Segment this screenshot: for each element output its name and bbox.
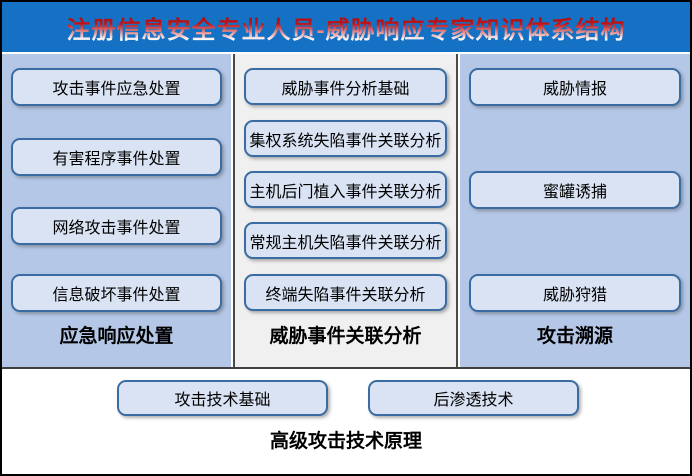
knowledge-item-box: 有害程序事件处置 bbox=[11, 138, 222, 176]
panel-threat-event-correlation: 威胁事件分析基础 集权系统失陷事件关联分析 主机后门植入事件关联分析 常规主机失… bbox=[233, 54, 458, 367]
knowledge-item-box: 蜜罐诱捕 bbox=[469, 171, 681, 209]
diagram-title-bar: 注册信息安全专业人员-威胁响应专家知识体系结构 bbox=[2, 2, 690, 54]
knowledge-item-box: 信息破坏事件处置 bbox=[11, 274, 222, 312]
knowledge-item-box: 攻击技术基础 bbox=[117, 380, 328, 416]
section-label-advanced-attack-techniques: 高级攻击技术原理 bbox=[269, 431, 422, 452]
diagram-title: 注册信息安全专业人员-威胁响应专家知识体系结构 bbox=[67, 10, 626, 45]
knowledge-item-box: 终端失陷事件关联分析 bbox=[244, 274, 447, 311]
advanced-attack-techniques-section: 攻击技术基础 后渗透技术 高级攻击技术原理 bbox=[2, 369, 690, 472]
knowledge-item-box: 威胁事件分析基础 bbox=[244, 68, 447, 105]
panel-label-attack-tracing: 攻击溯源 bbox=[536, 326, 613, 347]
knowledge-item-box: 攻击事件应急处置 bbox=[11, 68, 222, 106]
knowledge-item-box: 后渗透技术 bbox=[368, 380, 579, 416]
knowledge-item-box: 主机后门植入事件关联分析 bbox=[244, 171, 447, 208]
knowledge-item-box: 威胁情报 bbox=[469, 68, 681, 106]
knowledge-item-box: 网络攻击事件处置 bbox=[11, 207, 222, 245]
panel-label-threat-event-correlation: 威胁事件关联分析 bbox=[269, 326, 422, 347]
knowledge-item-box: 威胁狩猎 bbox=[469, 274, 681, 312]
panels-row: 攻击事件应急处置 有害程序事件处置 网络攻击事件处置 信息破坏事件处置 应急响应… bbox=[2, 54, 690, 369]
panel-attack-tracing: 威胁情报 蜜罐诱捕 威胁狩猎 攻击溯源 bbox=[460, 54, 690, 367]
panel-emergency-response: 攻击事件应急处置 有害程序事件处置 网络攻击事件处置 信息破坏事件处置 应急响应… bbox=[2, 54, 231, 367]
knowledge-item-box: 集权系统失陷事件关联分析 bbox=[244, 120, 447, 157]
knowledge-item-box: 常规主机失陷事件关联分析 bbox=[244, 222, 447, 259]
panel-label-emergency-response: 应急响应处置 bbox=[59, 326, 174, 347]
